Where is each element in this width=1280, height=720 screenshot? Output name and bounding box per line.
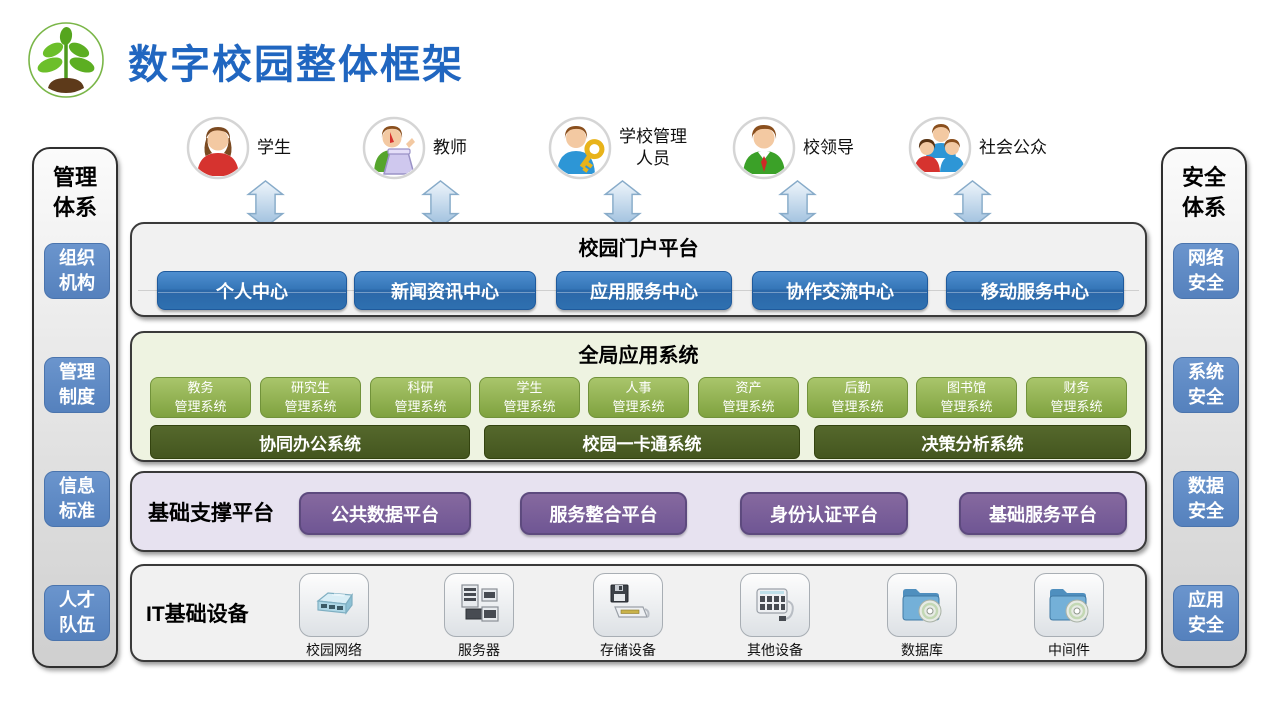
- server-icon: [461, 584, 499, 622]
- persona-student: 学生: [186, 116, 291, 180]
- up-down-arrow-icon: [775, 180, 820, 228]
- portal-button-mobile-service-center: 移动服务中心: [946, 271, 1124, 310]
- public-icon: [908, 116, 972, 180]
- persona-label: 学校管理 人员: [619, 126, 687, 168]
- pillar-item-network-security: 网络 安全: [1173, 243, 1239, 299]
- middleware-icon: [1049, 589, 1089, 623]
- tile-label: 服务器: [458, 642, 500, 658]
- tile-label: 中间件: [1048, 642, 1090, 658]
- app-bar-decision-analysis: 决策分析系统: [814, 425, 1131, 459]
- section-title: 全局应用系统: [578, 345, 699, 367]
- portal-platform-section: 校园门户平台 个人中心 新闻资讯中心 应用服务中心 协作交流中心 移动服务中心: [130, 222, 1147, 317]
- pillar-title: 安全 体系: [1181, 165, 1226, 220]
- portal-button-collaboration-center: 协作交流中心: [752, 271, 928, 310]
- persona-teacher: 教师: [362, 116, 467, 180]
- app-box-academic-affairs: 教务 管理系统: [150, 377, 251, 418]
- other-devices-icon: [756, 588, 794, 621]
- pillar-item-app-security: 应用 安全: [1173, 585, 1239, 641]
- global-applications-section: 全局应用系统 教务 管理系统 研究生 管理系统 科研 管理系统 学生 管理系统 …: [130, 331, 1147, 462]
- persona-label: 社会公众: [979, 137, 1047, 157]
- pillar-item-info-standards: 信息 标准: [44, 471, 110, 527]
- platform-button-service-integration: 服务整合平台: [520, 492, 687, 535]
- pillar-item-system-security: 系统 安全: [1173, 357, 1239, 413]
- tile-storage: [593, 573, 663, 637]
- tile-label: 存储设备: [600, 642, 656, 658]
- persona-public: 社会公众: [908, 116, 1047, 180]
- pillar-item-data-security: 数据 安全: [1173, 471, 1239, 527]
- app-box-graduate: 研究生 管理系统: [260, 377, 361, 418]
- network-icon: [316, 592, 354, 615]
- database-icon: [902, 589, 942, 623]
- up-down-arrow-icon: [950, 180, 995, 228]
- up-down-arrow-icon: [418, 180, 463, 228]
- app-box-finance: 财务 管理系统: [1026, 377, 1127, 418]
- tile-label: 其他设备: [747, 642, 803, 658]
- security-system-pillar: 安全 体系 网络 安全 系统 安全 数据 安全 应用 安全: [1161, 147, 1247, 668]
- app-box-assets: 资产 管理系统: [698, 377, 799, 418]
- platform-button-basic-service: 基础服务平台: [959, 492, 1127, 535]
- tile-label: 校园网络: [306, 642, 362, 658]
- page-title: 数字校园整体框架: [128, 43, 464, 87]
- app-box-student: 学生 管理系统: [479, 377, 580, 418]
- it-infrastructure-section: IT基础设备 校园网络 服务器: [130, 564, 1147, 662]
- app-box-hr: 人事 管理系统: [588, 377, 689, 418]
- portal-button-personal-center: 个人中心: [157, 271, 347, 310]
- tile-campus-network: [299, 573, 369, 637]
- app-box-research: 科研 管理系统: [370, 377, 471, 418]
- tile-middleware: [1034, 573, 1104, 637]
- persona-school-leader: 校领导: [732, 116, 854, 180]
- platform-button-identity-auth: 身份认证平台: [740, 492, 908, 535]
- persona-label: 校领导: [803, 137, 854, 157]
- school-leader-icon: [732, 116, 796, 180]
- tile-other-devices: [740, 573, 810, 637]
- pillar-item-talent-team: 人才 队伍: [44, 585, 110, 641]
- plant-logo-icon: [26, 20, 106, 100]
- app-box-library: 图书馆 管理系统: [916, 377, 1017, 418]
- pillar-title: 管理 体系: [52, 165, 97, 220]
- persona-label: 学生: [257, 137, 291, 157]
- app-bar-collaborative-office: 协同办公系统: [150, 425, 470, 459]
- section-label: IT基础设备: [146, 603, 249, 626]
- tile-label: 数据库: [901, 642, 943, 658]
- teacher-icon: [362, 116, 426, 180]
- up-down-arrow-icon: [600, 180, 645, 228]
- support-platform-section: 基础支撑平台 公共数据平台 服务整合平台 身份认证平台 基础服务平台: [130, 471, 1147, 552]
- section-label: 基础支撑平台: [148, 501, 274, 525]
- portal-button-news-center: 新闻资讯中心: [354, 271, 536, 310]
- management-system-pillar: 管理 体系 组织 机构 管理 制度 信息 标准 人才 队伍: [32, 147, 118, 668]
- app-box-logistics: 后勤 管理系统: [807, 377, 908, 418]
- storage-icon: [610, 584, 650, 618]
- tile-server: [444, 573, 514, 637]
- persona-label: 教师: [433, 137, 467, 157]
- portal-button-app-service-center: 应用服务中心: [556, 271, 732, 310]
- pillar-item-regulations: 管理 制度: [44, 357, 110, 413]
- section-title: 校园门户平台: [578, 238, 699, 260]
- student-icon: [186, 116, 250, 180]
- up-down-arrow-icon: [243, 180, 288, 228]
- persona-school-admin: 学校管理 人员: [548, 116, 687, 180]
- platform-button-public-data: 公共数据平台: [299, 492, 471, 535]
- pillar-item-organization: 组织 机构: [44, 243, 110, 299]
- tile-database: [887, 573, 957, 637]
- app-bar-campus-card: 校园一卡通系统: [484, 425, 800, 459]
- school-admin-icon: [548, 116, 612, 180]
